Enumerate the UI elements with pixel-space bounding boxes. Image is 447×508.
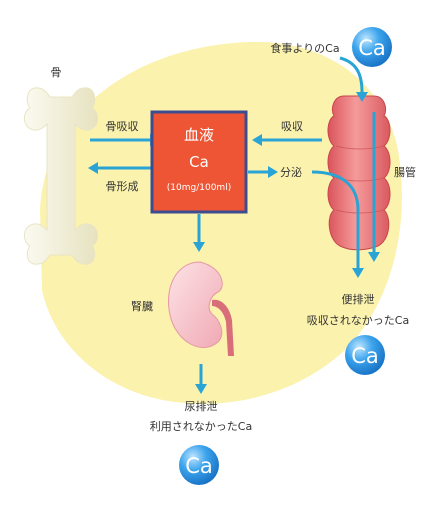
- background-blob: [40, 41, 402, 404]
- intestine-label: 腸管: [394, 165, 416, 179]
- feces-arrowhead: [352, 268, 364, 278]
- blood-concentration: (10mg/100ml): [167, 183, 231, 193]
- secretion-arrowhead: [268, 166, 278, 178]
- food-intake-arrowhead: [356, 92, 368, 102]
- bone-label: 骨: [51, 66, 62, 79]
- secretion-to-feces-arrow: [311, 170, 360, 268]
- absorption-label: 吸収: [281, 120, 303, 133]
- bone-resorption-label: 骨吸収: [106, 120, 139, 133]
- blood-title: 血液: [184, 126, 214, 144]
- bone-formation-label: 骨形成: [106, 180, 139, 193]
- blood-box: [150, 110, 248, 214]
- feces-unabsorbed-label: 吸収されなかったCa: [307, 314, 409, 327]
- kidney-label: 腎臓: [131, 300, 153, 313]
- intestine-pass-arrowhead: [368, 252, 380, 262]
- urine-label: 尿排泄: [185, 399, 218, 413]
- bone-icon: [24, 87, 98, 265]
- secretion-label: 分泌: [280, 166, 302, 179]
- food-intake-arrow: [339, 56, 364, 93]
- absorption-arrowhead: [252, 134, 262, 146]
- feces-label: 便排泄: [342, 292, 375, 306]
- ca-badge-icon: Ca: [179, 445, 219, 485]
- food-ca-label: 食事よりのCa: [270, 41, 339, 55]
- blood-to-kidney-arrowhead: [193, 242, 205, 252]
- urine-unused-label: 利用されなかったCa: [150, 420, 252, 433]
- kidney-icon: [168, 261, 234, 356]
- svg-text:Ca: Ca: [358, 36, 386, 60]
- svg-text:Ca: Ca: [351, 344, 379, 368]
- ca-badge-icon: Ca: [345, 335, 385, 375]
- svg-text:Ca: Ca: [185, 454, 213, 478]
- blood-ca: Ca: [189, 153, 209, 171]
- ca-badge-icon: Ca: [352, 27, 392, 67]
- bone-formation-arrowhead: [88, 162, 98, 174]
- urine-arrowhead: [195, 384, 207, 394]
